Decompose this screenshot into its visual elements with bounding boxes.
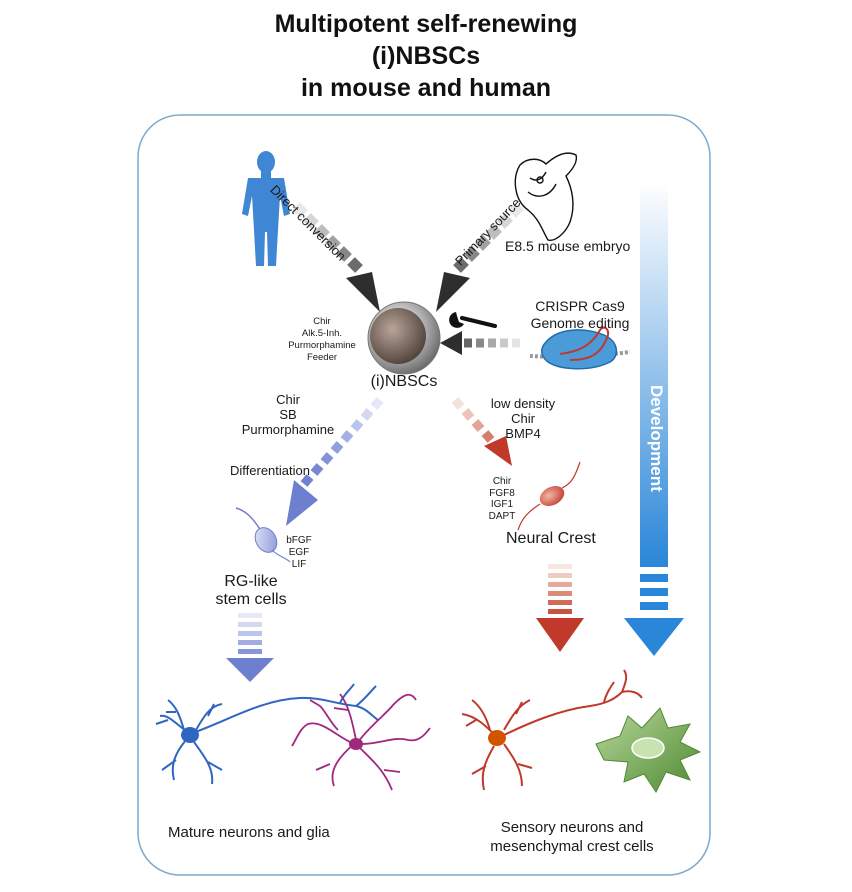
blue-neuron-icon <box>155 683 379 785</box>
rg-like-cell-icon <box>235 507 291 563</box>
nc-factor: FGF8 <box>489 487 515 499</box>
nc-factor: IGF1 <box>490 499 514 510</box>
center-factors-list: Chir Alk.5-Inh. Purmorphamine Feeder <box>280 316 364 364</box>
red-neuron-icon <box>461 669 643 791</box>
right-branch-factors: low density Chir BMP4 <box>483 396 563 441</box>
right-factor: low density <box>490 396 556 411</box>
right-output-label-line-2: mesenchymal crest cells <box>490 838 654 855</box>
human-figure-icon <box>242 151 290 266</box>
crispr-label-line-2: Genome editing <box>530 315 630 331</box>
wrench-icon <box>449 312 497 328</box>
embryo-icon <box>514 152 578 241</box>
right-factor: BMP4 <box>505 426 541 441</box>
neural-crest-cell-icon <box>517 461 581 531</box>
left-factor: Purmorphamine <box>241 422 335 437</box>
differentiation-label: Differentiation <box>230 463 310 478</box>
left-branch-factors: Chir SB Purmorphamine <box>240 392 336 437</box>
magenta-neuron-icon <box>291 693 431 791</box>
title-line-2: (i)NBSCs <box>371 42 481 70</box>
right-output-label-line-1: Sensory neurons and <box>500 819 644 836</box>
left-down-arrow <box>226 613 274 682</box>
center-factor: Alk.5-Inh. <box>301 328 343 339</box>
left-factor: Chir <box>276 392 300 407</box>
rg-factors-list: bFGF EGF LIF <box>284 535 314 571</box>
development-arrow <box>624 182 684 656</box>
rg-factor: bFGF <box>286 535 312 546</box>
rg-label-line-1: RG-like <box>224 573 278 590</box>
crispr-label-line-1: CRISPR Cas9 <box>535 298 625 314</box>
red-neuron-soma <box>488 730 506 746</box>
development-label: Development <box>647 385 666 492</box>
direct-conversion-arrow <box>292 202 380 312</box>
right-neural-crest-arrow <box>451 397 512 466</box>
neural-crest-label: Neural Crest <box>506 530 596 547</box>
title-line-3: in mouse and human <box>300 74 552 102</box>
nbsc-cell-icon <box>367 301 441 375</box>
blue-neuron-soma <box>181 727 199 743</box>
magenta-neuron-soma <box>349 738 363 750</box>
rg-label-line-2: stem cells <box>215 591 287 608</box>
nbsc-label: (i)NBSCs <box>370 373 438 390</box>
primary-source-arrow <box>436 202 524 312</box>
left-differentiation-arrow <box>286 397 384 526</box>
embryo-label: E8.5 mouse embryo <box>505 238 631 254</box>
nc-factor: Chir <box>492 476 512 487</box>
crispr-arrow <box>440 331 520 355</box>
right-factor: Chir <box>511 411 535 426</box>
cas9-protein-icon <box>529 326 631 370</box>
rg-factor: LIF <box>291 559 307 570</box>
frame-border <box>137 114 711 876</box>
left-output-label: Mature neurons and glia <box>168 824 330 841</box>
center-factor: Feeder <box>306 352 338 363</box>
title-line-1: Multipotent self-renewing <box>274 10 578 38</box>
center-factor: Purmorphamine <box>288 340 356 351</box>
right-down-arrow <box>536 564 584 652</box>
green-mesenchymal-cell-icon <box>595 707 702 793</box>
nc-factor: DAPT <box>488 510 516 522</box>
left-factor: SB <box>279 407 297 422</box>
rg-factor: EGF <box>288 547 310 558</box>
nc-factors-list: Chir FGF8 IGF1 DAPT <box>486 476 518 522</box>
center-factor: Chir <box>313 316 331 327</box>
